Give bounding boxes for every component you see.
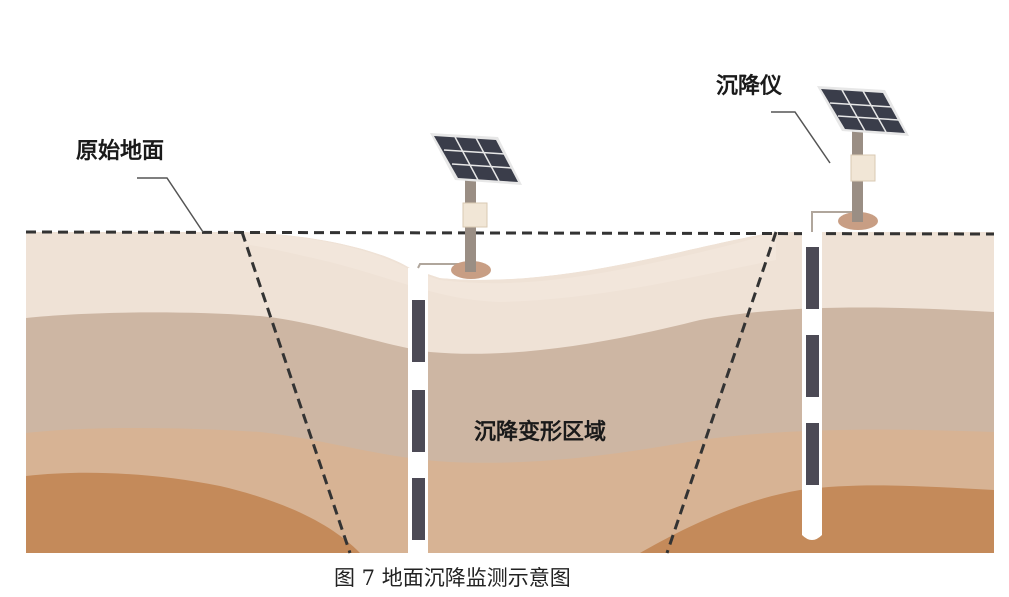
sensor-segment	[806, 423, 819, 485]
soil-layer-surface-band	[244, 232, 776, 302]
deformation-boundary-left	[240, 231, 352, 554]
figure-caption: 图 7 地面沉降监测示意图	[334, 566, 571, 590]
settlement-instrument-right	[817, 86, 909, 230]
monitoring-pipe-left	[408, 263, 470, 554]
sensor-segment	[806, 335, 819, 397]
sensor-segment	[412, 478, 425, 540]
solar-panel-icon	[817, 86, 909, 136]
settlement-instrument-left	[430, 133, 522, 279]
deformation-boundary-right	[665, 231, 778, 554]
settlement-instrument-label: 沉降仪	[716, 74, 783, 99]
soil-layer-4	[26, 472, 994, 553]
monitoring-pipe-right	[802, 211, 858, 540]
sensor-segment	[412, 300, 425, 362]
sensor-segment	[412, 390, 425, 452]
sensor-box-icon	[850, 154, 876, 182]
deformation-zone-label: 沉降变形区域	[474, 419, 606, 445]
solar-panel-icon	[430, 133, 522, 185]
original-ground-line	[25, 230, 995, 236]
leader-instrument	[771, 111, 831, 164]
sensor-segment	[806, 247, 819, 309]
leader-original-ground	[137, 177, 204, 233]
soil-layers	[26, 232, 994, 553]
depression-cut	[244, 232, 776, 280]
sensor-box-icon	[462, 202, 488, 228]
original-ground-label: 原始地面	[76, 138, 164, 164]
